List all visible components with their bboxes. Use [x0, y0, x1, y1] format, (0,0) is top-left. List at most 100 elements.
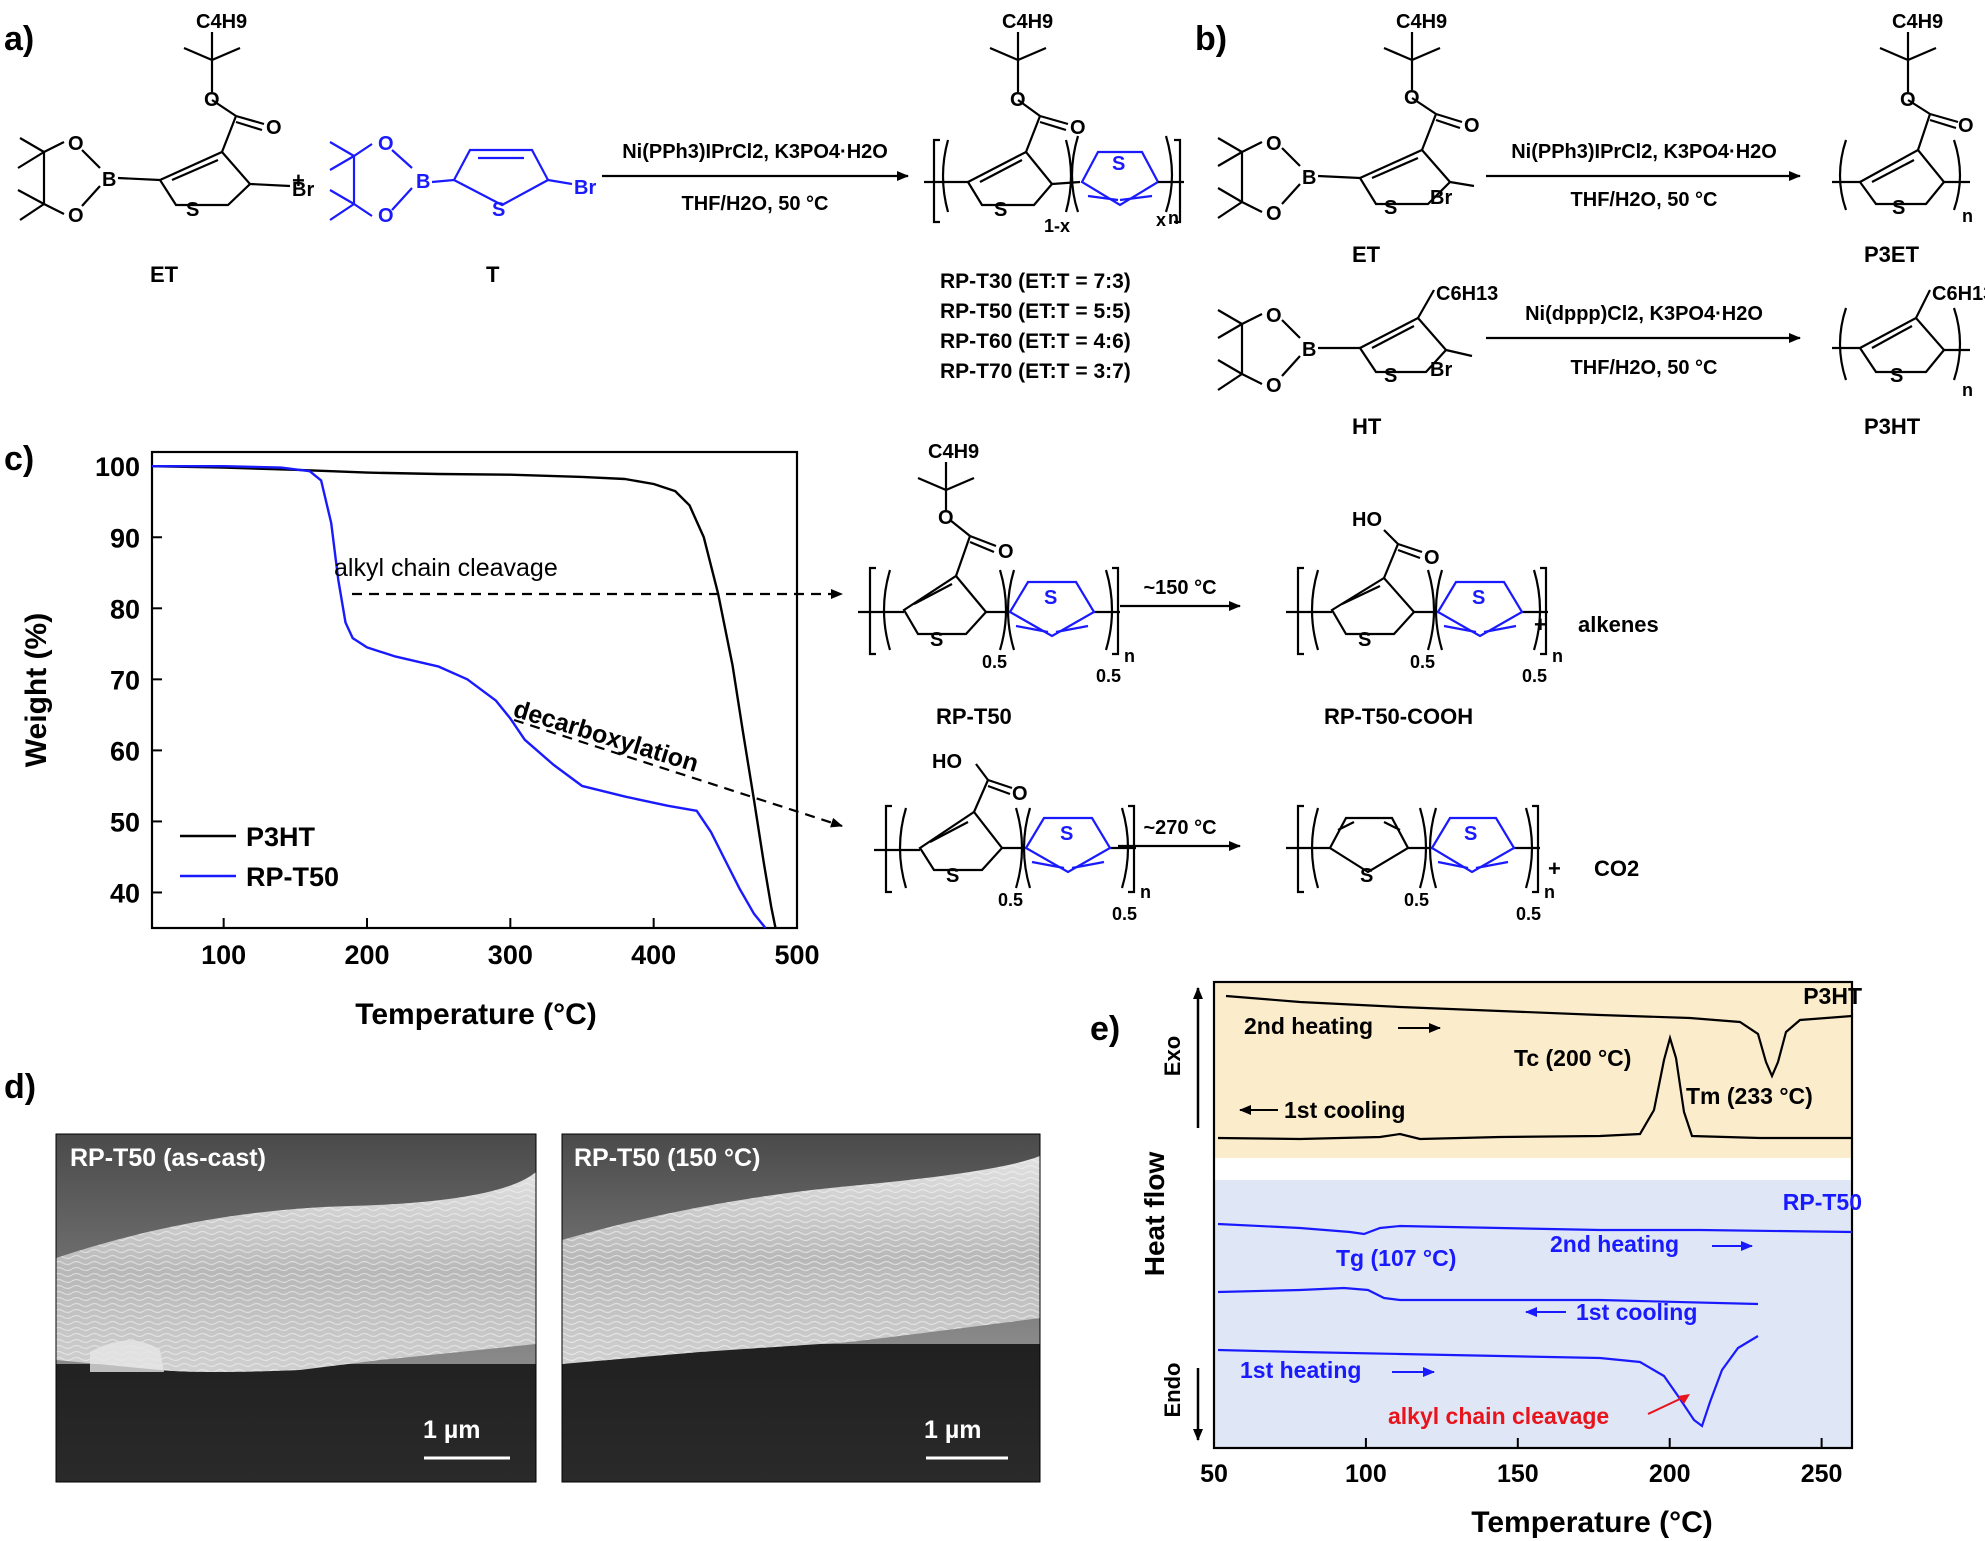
monomer-ht	[1217, 289, 1473, 391]
pin-o-top: O	[68, 133, 84, 155]
monomer-et-a	[17, 32, 291, 221]
sem-image-right: RP-T50 (150 °C) 1 µm	[561, 1133, 1041, 1483]
ht-o2: O	[1266, 375, 1282, 397]
p3ht-1st-cooling-label: 1st cooling	[1284, 1097, 1405, 1123]
tc-label: Tc (200 °C)	[1514, 1045, 1631, 1071]
dsc-xtick-label-250: 250	[1801, 1460, 1843, 1488]
etb-s: S	[1384, 197, 1397, 219]
tga-plot-frame	[150, 450, 799, 930]
boron-label: B	[102, 169, 116, 191]
coohb-frac1: 0.5	[998, 890, 1023, 910]
etb-o2: O	[1464, 115, 1480, 137]
cond-150: ~150 °C	[1143, 577, 1216, 599]
rp-t50-structure: C4H9 O O S S 0.5 0.5 n RP-T50	[858, 441, 1135, 729]
product-rp-t60: RP-T60 (ET:T = 4:6)	[940, 330, 1131, 353]
sem-image-left: RP-T50 (as-cast) 1 µm	[55, 1133, 537, 1483]
plus-co2: +	[1548, 856, 1561, 881]
etb-o4: O	[1266, 203, 1282, 225]
panel-label-b: b)	[1195, 20, 1227, 58]
tga-series-rp-t50	[152, 465, 767, 929]
product-list: RP-T30 (ET:T = 7:3) RP-T50 (ET:T = 5:5) …	[940, 270, 1131, 383]
rpt50-1st-heating-curve	[1217, 1335, 1759, 1428]
t-label: T	[486, 262, 500, 287]
t-s: S	[492, 199, 505, 221]
ht-o1: O	[1266, 305, 1282, 327]
cond-a-bottom: THF/H2O, 50 °C	[682, 193, 829, 215]
decarb-s1: S	[1360, 865, 1373, 887]
decarboxylated-structure: S S 0.5 0.5 n	[1286, 804, 1555, 924]
tm-label: Tm (233 °C)	[1686, 1083, 1813, 1109]
monomer-t-a-atoms: S Br B O O	[378, 133, 596, 227]
p3ht-n: n	[1962, 380, 1973, 400]
plus-sign: +	[292, 168, 305, 193]
tg-label: Tg (107 °C)	[1336, 1245, 1456, 1271]
copoly-s2: S	[1112, 153, 1125, 175]
decarb-n: n	[1544, 882, 1555, 902]
copoly-x: x	[1156, 210, 1166, 230]
tga-xtick-label-400: 400	[631, 940, 676, 970]
dsc-xlabel: Temperature (°C)	[1471, 1506, 1712, 1539]
p3et-o1: O	[1900, 89, 1916, 111]
p3ht-label: P3HT	[1864, 414, 1921, 439]
cooh-s2: S	[1472, 587, 1485, 609]
dsc-ylabel: Heat flow	[1139, 1152, 1170, 1277]
tga-ytick-label-50: 50	[110, 807, 140, 837]
dsc-xtick-label-150: 150	[1497, 1460, 1539, 1488]
cond-b2-bottom: THF/H2O, 50 °C	[1571, 357, 1718, 379]
dsc-xtick-label-100: 100	[1345, 1460, 1387, 1488]
p3ht-s: S	[1890, 365, 1903, 387]
et-label: ET	[150, 262, 179, 287]
etb-br: Br	[1430, 187, 1452, 209]
cooh-n: n	[1552, 646, 1563, 666]
product-rp-t50: RP-T50 (ET:T = 5:5)	[940, 300, 1131, 323]
copoly-1-x: 1-x	[1044, 216, 1070, 236]
p3ht-c6h13: C6H13	[1932, 283, 1985, 305]
legend-label-p3ht: P3HT	[246, 822, 316, 852]
cooh-start-structure: HO O S S 0.5 0.5 n	[874, 751, 1151, 924]
copoly-c4h9: C4H9	[1002, 11, 1053, 33]
dsc-alkyl-pointer-head	[1678, 1394, 1690, 1404]
cond-b1-bottom: THF/H2O, 50 °C	[1571, 189, 1718, 211]
tga-annot-alkyl: alkyl chain cleavage	[334, 554, 558, 582]
copoly-n: n	[1168, 208, 1179, 228]
tga-xtick-label-300: 300	[488, 940, 533, 970]
monomer-et-b	[1217, 32, 1475, 219]
rpt50-2nd-heating-label: 2nd heating	[1550, 1231, 1679, 1257]
rpt50-frac1: 0.5	[982, 652, 1007, 672]
decarb-frac2: 0.5	[1516, 904, 1541, 924]
p3ht-2nd-heating-label: 2nd heating	[1244, 1013, 1373, 1039]
etb-c4h9: C4H9	[1396, 11, 1447, 33]
p3et-structure	[1832, 32, 1970, 211]
product-rp-t30: RP-T30 (ET:T = 7:3)	[940, 270, 1131, 293]
cond-b1-top: Ni(PPh3)IPrCl2, K3PO4·H2O	[1511, 141, 1777, 163]
p3et-label: P3ET	[1864, 242, 1920, 267]
monomer-t-a[interactable]	[329, 141, 573, 221]
rpt50-s2: S	[1044, 587, 1057, 609]
dsc-p3ht-title: P3HT	[1803, 983, 1862, 1009]
rpt50-label: RP-T50	[936, 704, 1012, 729]
t-o1: O	[378, 133, 394, 155]
br-label: Br	[292, 179, 314, 201]
tga-ytick-label-80: 80	[110, 594, 140, 624]
p3ht-1st-cooling-curve	[1217, 1034, 1852, 1141]
panel-label-a: a)	[4, 20, 34, 58]
tga-annot-decarboxylation: decarboxylation	[510, 695, 702, 778]
coohb-s1: S	[946, 865, 959, 887]
ht-s: S	[1384, 365, 1397, 387]
t-br: Br	[574, 177, 596, 199]
tga-xtick-label-200: 200	[344, 940, 389, 970]
product-rp-t70: RP-T70 (ET:T = 3:7)	[940, 360, 1131, 383]
etb-label: ET	[1352, 242, 1381, 267]
rpt50-2nd-heating-curve	[1217, 1222, 1853, 1236]
p3et-c4h9: C4H9	[1892, 11, 1943, 33]
etb-o1: O	[1404, 87, 1420, 109]
cond-270: ~270 °C	[1143, 817, 1216, 839]
pin-o-bottom: O	[68, 205, 84, 227]
panel-label-d: d)	[4, 1068, 36, 1106]
cooh-frac2: 0.5	[1522, 666, 1547, 686]
dsc-xtick-label-200: 200	[1649, 1460, 1691, 1488]
tga-ytick-label-100: 100	[95, 452, 140, 482]
